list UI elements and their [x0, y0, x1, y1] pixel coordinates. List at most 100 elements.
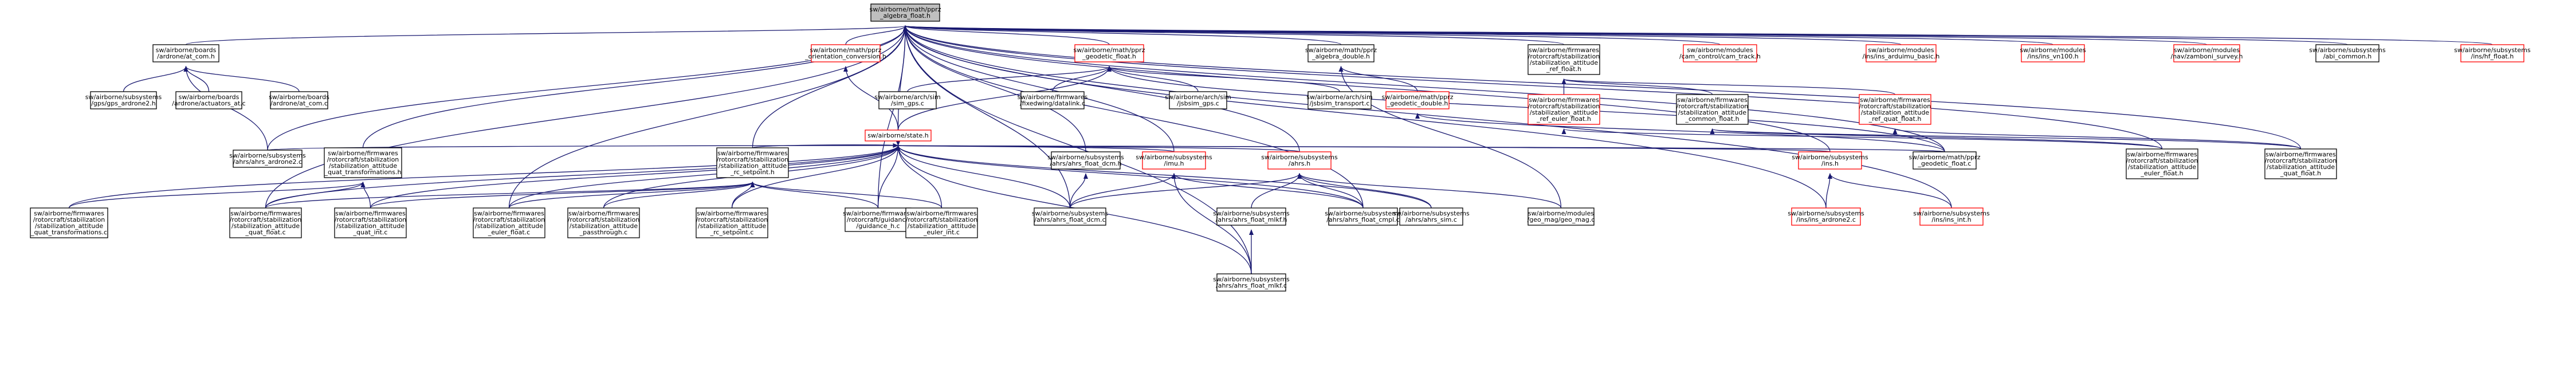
node-ref-euler-float[interactable]: sw/airborne/firmwares/rotorcraft/stabili…: [1527, 94, 1600, 125]
node-label-line: sw/airborne/subsystems: [1047, 154, 1124, 161]
node-sim-gps[interactable]: sw/airborne/arch/sim/sim_gps.c: [874, 91, 941, 109]
edge-common_float-to-attitude_ref_float: [1561, 78, 1713, 95]
node-ins-int-h[interactable]: sw/airborne/subsystems/ins/ins_int.h: [1913, 207, 1990, 226]
edge-line: [1828, 173, 1952, 209]
node-ahrs-ardrone2[interactable]: sw/airborne/subsystems/ahrs/ahrs_ardrone…: [229, 150, 306, 168]
node-ardrone-com[interactable]: sw/airborne/boards/ardrone/at_com.h: [152, 44, 219, 62]
node-label-line: /stabilization_attitude: [2267, 163, 2335, 171]
node-label-line: sw/airborne/firmwares: [697, 210, 767, 217]
node-label-line: sw/airborne/modules: [2174, 46, 2240, 54]
node-guidance-h-c[interactable]: sw/airborne/firmwares/rotorcraft/guidanc…: [843, 207, 913, 232]
edge-line: [508, 25, 908, 209]
edge-state_h-to-root: [897, 25, 908, 131]
node-attitude-ref-float[interactable]: sw/airborne/firmwares/rotorcraft/stabili…: [1527, 44, 1600, 75]
node-label-line: /rotorcraft/guidance: [847, 216, 910, 223]
node-rc-setpoint-h[interactable]: sw/airborne/firmwares/rotorcraft/stabili…: [716, 147, 789, 178]
edge-line: [1297, 173, 1432, 209]
node-label-line: /sim_gps.c: [891, 100, 924, 107]
edge-line: [1069, 173, 1302, 209]
edge-attitude_euler_float-to-ref_euler_float: [1562, 128, 2163, 150]
node-box: [878, 91, 937, 109]
edge-ahrs_float_dcm_c-to-root: [903, 25, 1071, 209]
node-abi-common[interactable]: sw/airborne/subsystems/abi_common.h: [2309, 44, 2386, 62]
edge-line: [68, 182, 366, 209]
node-actuators-at[interactable]: sw/airborne/boards/ardrone/actuators_at.…: [172, 91, 246, 109]
node-box: [2264, 148, 2337, 179]
node-ahrs-float-cmpl-c[interactable]: sw/airborne/subsystems/ahrs/ahrs_float_c…: [1325, 207, 1401, 226]
node-box: [2315, 44, 2379, 62]
node-quat-transformations-h[interactable]: sw/airborne/firmwares/rotorcraft/stabili…: [324, 147, 402, 178]
node-datalink[interactable]: sw/airborne/firmwares/fixedwing/datalink…: [1018, 91, 1088, 109]
node-box: [2173, 44, 2240, 62]
node-label-line: sw/airborne/firmwares: [1860, 96, 1930, 104]
node-jsbsim-gps[interactable]: sw/airborne/arch/sim/jsbsim_gps.c: [1165, 91, 1231, 109]
node-label-line: /ahrs/ahrs_float_dcm.c: [1034, 216, 1105, 223]
edge-line: [183, 66, 300, 92]
node-ref-quat-float[interactable]: sw/airborne/firmwares/rotorcraft/stabili…: [1859, 94, 1931, 125]
node-label-line: /fixedwing/datalink.c: [1020, 100, 1085, 107]
node-attitude-euler-float[interactable]: sw/airborne/firmwares/rotorcraft/stabili…: [2126, 148, 2198, 179]
node-quat-int-c[interactable]: sw/airborne/firmwares/rotorcraft/stabili…: [334, 207, 407, 238]
node-euler-float-c[interactable]: sw/airborne/firmwares/rotorcraft/stabili…: [473, 207, 545, 238]
node-zamboni[interactable]: sw/airborne/modules/nav/zamboni_survey.h: [2170, 44, 2243, 62]
edge-euler_float_c-to-root: [508, 25, 908, 209]
node-geodetic-float-c[interactable]: sw/airborne/math/pprz_geodetic_float.c: [1909, 151, 1981, 170]
node-algebra-double[interactable]: sw/airborne/math/pprz_algebra_double.h: [1305, 44, 1377, 62]
node-passthrough-c[interactable]: sw/airborne/firmwares/rotorcraft/stabili…: [567, 207, 640, 238]
node-label-line: sw/airborne/subsystems: [1792, 154, 1868, 161]
node-ahrs-float-dcm-h[interactable]: sw/airborne/subsystems/ahrs/ahrs_float_d…: [1047, 151, 1124, 170]
edge-line: [903, 25, 1071, 209]
edge-line: [1107, 66, 1340, 92]
node-ahrs-float-dcm-c[interactable]: sw/airborne/subsystems/ahrs/ahrs_float_d…: [1032, 207, 1109, 226]
edge-quat_float_c-to-quat_transformations_h: [265, 182, 366, 209]
node-jsbsim-transport[interactable]: sw/airborne/arch/sim/jsbsim_transport.c: [1306, 91, 1373, 109]
node-label-line: sw/airborne/subsystems: [2309, 46, 2386, 54]
node-label-line: sw/airborne/firmwares: [1529, 96, 1599, 104]
node-geo-mag-c[interactable]: sw/airborne/modules/geo_mag/geo_mag.c: [1527, 207, 1595, 226]
edge-ahrs_float_cmpl_c-to-root: [903, 25, 1364, 209]
node-hf-float[interactable]: sw/airborne/subsystems/ins/hf_float.h: [2454, 44, 2531, 62]
node-box: [152, 44, 219, 62]
edge-line: [750, 182, 943, 209]
node-ahrs-float-mlkf-h[interactable]: sw/airborne/subsystems/ahrs/ahrs_float_m…: [1213, 207, 1290, 226]
node-box: [1791, 207, 1861, 226]
node-cam-track[interactable]: sw/airborne/modules/cam_control/cam_trac…: [1679, 44, 1761, 62]
node-label-line: _algebra_float.h: [879, 12, 930, 19]
node-label-line: /ardrone/actuators_at.c: [172, 100, 245, 107]
node-at-com-c[interactable]: sw/airborne/boards/ardrone/at_com.c: [269, 91, 329, 109]
node-rc-setpoint-c[interactable]: sw/airborne/firmwares/rotorcraft/stabili…: [696, 207, 768, 238]
node-geodetic-float-h[interactable]: sw/airborne/math/pprz_geodetic_float.h: [1074, 44, 1145, 62]
edge-line: [360, 182, 371, 209]
node-quat-float-c[interactable]: sw/airborne/firmwares/rotorcraft/stabili…: [229, 207, 302, 238]
node-label-line: /stabilization_attitude: [1678, 109, 1746, 116]
edge-rc_setpoint_c-to-state_h: [731, 145, 901, 209]
node-label-line: sw/airborne/arch/sim: [1165, 93, 1231, 101]
node-ins-vn100[interactable]: sw/airborne/modules/ins/ins_vn100.h: [2020, 44, 2086, 62]
node-label-line: /rotorcraft/stabilization: [230, 216, 302, 223]
node-imu-h[interactable]: sw/airborne/subsystems/imu.h: [1136, 151, 1212, 170]
node-box: [1216, 273, 1286, 292]
edge-line: [1069, 173, 1088, 209]
node-euler-int-c[interactable]: sw/airborne/firmwares/rotorcraft/stabili…: [905, 207, 978, 238]
node-ins-ardrone2-c[interactable]: sw/airborne/subsystems/ins/ins_ardrone2.…: [1788, 207, 1864, 226]
edge-at_com_c-to-ardrone_com: [183, 66, 300, 92]
node-box: [1020, 91, 1085, 109]
node-quat-transformations-c[interactable]: sw/airborne/firmwares/rotorcraft/stabili…: [30, 207, 108, 238]
node-ins-ardrone-basic[interactable]: sw/airborne/modules/ins/ins_arduimu_basi…: [1863, 44, 1940, 62]
node-label-line: _ref_euler_float.h: [1536, 115, 1591, 123]
node-attitude-quat-float[interactable]: sw/airborne/firmwares/rotorcraft/stabili…: [2264, 148, 2337, 179]
node-ahrs-float-mlkf-c[interactable]: sw/airborne/subsystems/ahrs/ahrs_float_m…: [1213, 273, 1290, 292]
node-state-h[interactable]: sw/airborne/state.h: [865, 129, 932, 142]
node-orient-conv[interactable]: sw/airborne/math/pprz_orientation_conver…: [804, 44, 886, 62]
edge-line: [185, 25, 908, 45]
node-ins-h[interactable]: sw/airborne/subsystems/ins.h: [1792, 151, 1868, 170]
node-root[interactable]: sw/airborne/math/pprz_algebra_float.h: [870, 3, 941, 22]
edge-line: [896, 145, 1364, 209]
node-ahrs-sim-c[interactable]: sw/airborne/subsystems/ahrs/ahrs_sim.c: [1393, 207, 1470, 226]
node-gps-ardrone2[interactable]: sw/airborne/subsystems/gps/gps_ardrone2.…: [85, 91, 162, 109]
edge-passthrough_c-to-rc_setpoint_h: [603, 182, 755, 209]
node-ahrs-h[interactable]: sw/airborne/subsystems/ahrs.h: [1261, 151, 1338, 170]
node-geodetic-double[interactable]: sw/airborne/math/pprz_geodetic_double.h: [1382, 91, 1454, 109]
node-common-float[interactable]: sw/airborne/firmwares/rotorcraft/stabili…: [1676, 94, 1749, 125]
